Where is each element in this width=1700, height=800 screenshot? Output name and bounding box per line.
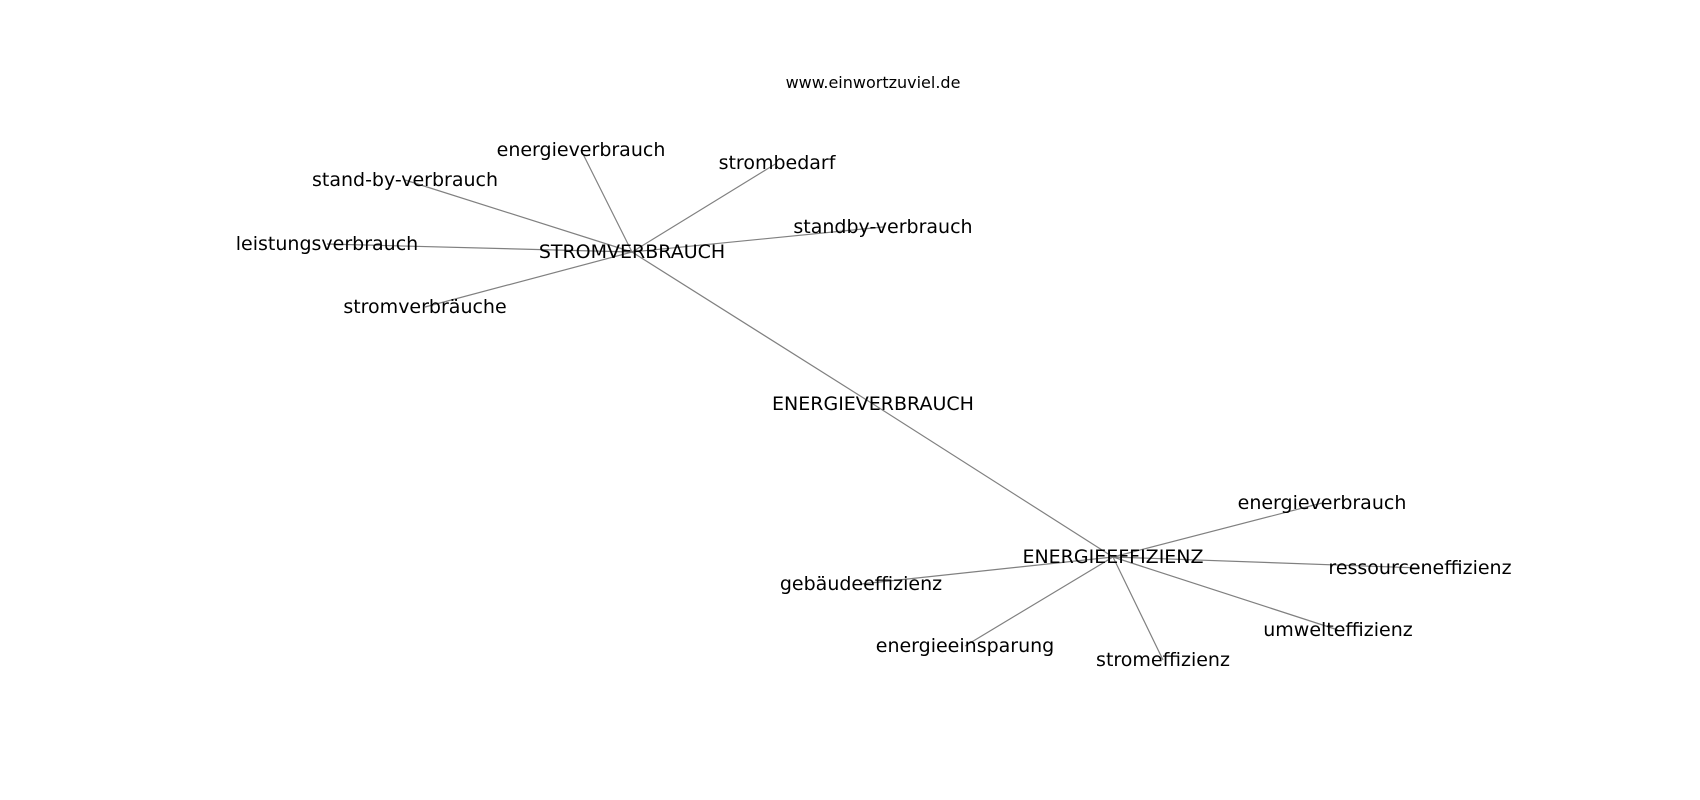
edges-layer xyxy=(326,149,1421,661)
labels-layer: www.einwortzuviel.de ENERGIEVERBRAUCH STR… xyxy=(236,73,1512,671)
node-neighbor-label: energieverbrauch xyxy=(1238,492,1407,514)
node-neighbor-label: umwelteffizienz xyxy=(1263,619,1413,641)
edge-stromverbrauch-to-standby-verbrauch xyxy=(631,226,884,253)
node-root-label: ENERGIEVERBRAUCH xyxy=(772,393,974,415)
node-neighbor-label: gebäudeeffizienz xyxy=(780,573,942,595)
edge-stromverbrauch-to-stand-by-verbrauch xyxy=(404,179,633,253)
node-neighbor-label: energieeinsparung xyxy=(876,635,1055,657)
edge-stromverbrauch-to-energieverbrauch xyxy=(580,149,633,253)
node-neighbor-label: stromeffizienz xyxy=(1096,649,1230,671)
node-neighbor-label: ressourceneffizienz xyxy=(1328,557,1511,579)
edge-energieeffizienz-to-energieverbrauch xyxy=(1112,502,1323,558)
edge-stromverbrauch-to-stromverbraeuche xyxy=(424,251,633,308)
node-neighbor-label: energieverbrauch xyxy=(497,139,666,161)
edge-energieeffizienz-to-energieeinsparung xyxy=(964,556,1114,647)
watermark-text: www.einwortzuviel.de xyxy=(786,73,961,92)
edge-energieeffizienz-to-stromeffizienz xyxy=(1112,556,1164,661)
node-hub-label: ENERGIEEFFIZIENZ xyxy=(1022,546,1203,568)
node-hub-label: STROMVERBRAUCH xyxy=(539,241,725,263)
edge-root-to-energieeffizienz xyxy=(872,403,1114,558)
node-neighbor-label: stand-by-verbrauch xyxy=(312,169,498,191)
node-neighbor-label: strombedarf xyxy=(719,152,837,174)
edge-root-to-stromverbrauch xyxy=(631,251,874,405)
edge-stromverbrauch-to-strombedarf xyxy=(631,162,778,253)
edge-stromverbrauch-to-leistungsverbrauch xyxy=(326,243,633,253)
edge-energieeffizienz-to-umwelteffizienz xyxy=(1112,556,1339,631)
edge-energieeffizienz-to-gebaeudeeffizienz xyxy=(860,556,1114,585)
node-neighbor-label: stromverbräuche xyxy=(343,296,506,318)
node-neighbor-label: leistungsverbrauch xyxy=(236,233,418,255)
node-neighbor-label: standby-verbrauch xyxy=(793,216,972,238)
edge-energieeffizienz-to-ressourceneffizienz xyxy=(1112,556,1421,569)
